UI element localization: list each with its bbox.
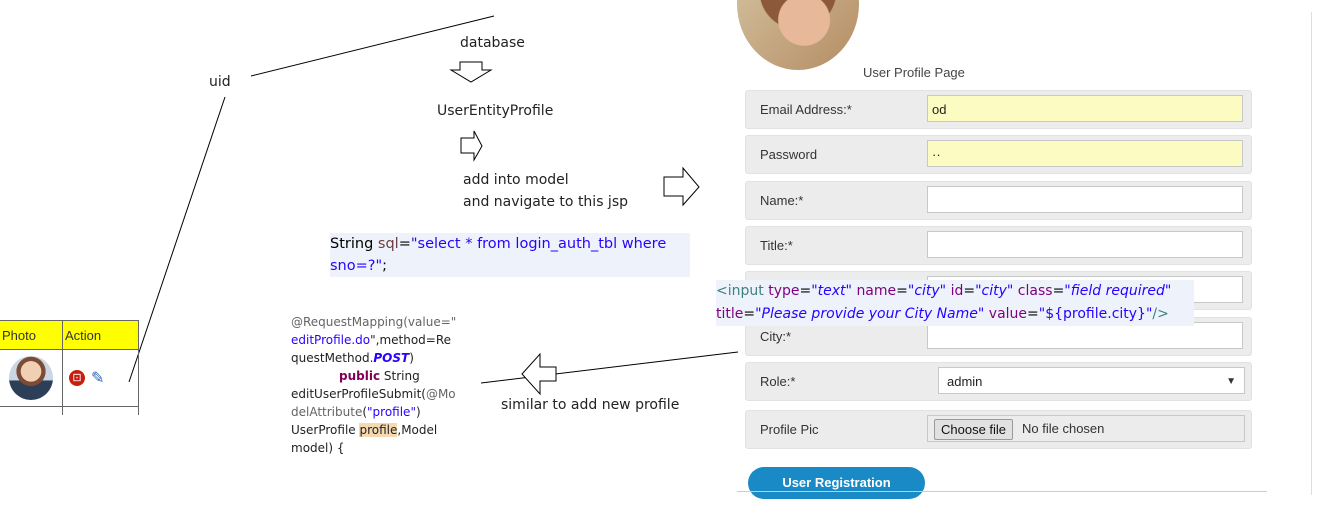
form-row-profile-pic: Profile Pic Choose file No file chosen [745,410,1252,449]
password-label: Password [760,147,818,162]
block-arrow-right-icon [663,166,700,207]
label-add-model: add into model [463,172,569,188]
page-title: User Profile Page [863,65,965,80]
table-header-action: Action [62,320,139,350]
block-arrow-down-icon [449,61,493,83]
chevron-down-icon: ▼ [1226,376,1236,387]
title-label: Title:* [760,238,793,253]
role-select[interactable]: admin ▼ [938,367,1245,394]
connector-form-to-code [480,351,739,384]
city-field[interactable] [927,322,1243,349]
password-field[interactable]: ·· [927,140,1243,167]
jsp-input-snippet: <input type="text" name="city" id="city"… [716,280,1194,326]
email-label: Email Address:* [760,102,852,117]
label-entity: UserEntityProfile [437,103,554,119]
title-field[interactable] [927,231,1243,258]
name-field[interactable] [927,186,1243,213]
sql-code-snippet: String sql="select * from login_auth_tbl… [330,233,690,277]
table-row [0,406,139,415]
name-label: Name:* [760,193,804,208]
file-input: Choose file No file chosen [927,415,1245,442]
user-profile-form: User Profile Page Email Address:* od Pas… [737,0,1313,508]
no-file-text: No file chosen [1022,421,1105,436]
label-similar: similar to add new profile [501,397,680,413]
choose-file-button[interactable]: Choose file [934,419,1014,440]
user-avatar [9,356,53,400]
delete-icon[interactable]: ⊡ [69,370,85,386]
label-uid: uid [209,74,231,90]
form-row-role: Role:* admin ▼ [745,362,1252,401]
right-border [1311,12,1312,495]
role-label: Role:* [760,374,796,389]
connector-uid-to-database [250,15,495,77]
form-row-name: Name:* [745,181,1252,220]
profile-photo [737,0,859,70]
sql-string-1: "select * from login_auth_tbl where [410,236,667,252]
city-label: City:* [760,329,792,344]
block-arrow-right-icon [460,130,483,162]
divider [737,491,1267,492]
label-navigate: and navigate to this jsp [463,194,629,210]
java-controller-code: @RequestMapping(value=" editProfile.do",… [291,315,457,455]
sql-type: String [330,236,374,252]
edit-pencil-icon[interactable]: ✎ [91,370,105,387]
table-row: ⊡✎ [0,349,139,407]
email-field[interactable]: od [927,95,1243,122]
user-registration-button[interactable]: User Registration [748,467,925,499]
form-row-password: Password ·· [745,135,1252,174]
action-cell: ⊡✎ [62,349,139,407]
sql-var: sql [377,236,399,252]
form-row-email: Email Address:* od [745,90,1252,129]
photo-cell [0,349,63,407]
block-arrow-left-icon [521,352,557,396]
label-database: database [460,35,525,51]
profile-pic-label: Profile Pic [760,422,819,437]
form-row-title: Title:* [745,226,1252,265]
table-header-photo: Photo [0,320,63,350]
sql-string-2: sno=?" [330,258,383,274]
connector-uid-to-action [128,96,226,383]
profile-table: Photo Action ⊡✎ [0,320,162,415]
